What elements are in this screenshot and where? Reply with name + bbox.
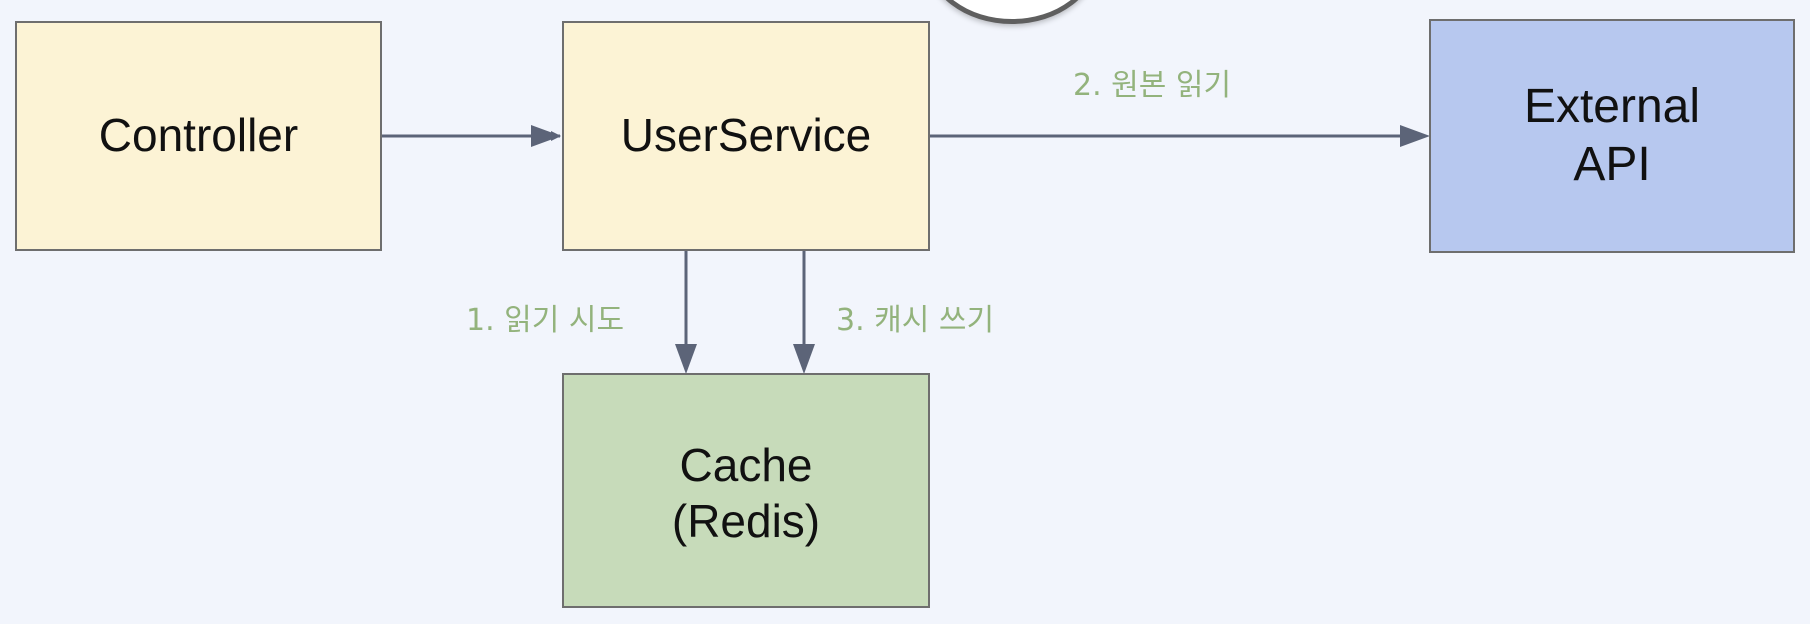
external-api-label-line2: API (1573, 138, 1651, 191)
arrow-userservice-to-external-api-head (1400, 125, 1430, 147)
edge-label-try-read: 1. 읽기 시도 (466, 303, 625, 338)
arrow-userservice-to-cache-write-head (793, 344, 815, 374)
edge-label-read-origin: 2. 원본 읽기 (1073, 68, 1232, 103)
cache-label-line2: (Redis) (671, 494, 821, 547)
controller-label: Controller (98, 109, 299, 162)
edge-label-write-cache: 3. 캐시 쓰기 (836, 303, 995, 338)
external-api-node: External API (1429, 19, 1795, 253)
userservice-node: UserService (562, 21, 930, 251)
external-api-label-line1: External (1523, 80, 1701, 134)
userservice-label: UserService (620, 109, 872, 162)
arrow-controller-to-userservice-head (531, 125, 561, 147)
controller-node: Controller (15, 21, 382, 251)
cache-label-line1: Cache (679, 439, 813, 492)
cache-node: Cache (Redis) (562, 373, 930, 608)
arrow-userservice-to-cache-read-head (675, 344, 697, 374)
